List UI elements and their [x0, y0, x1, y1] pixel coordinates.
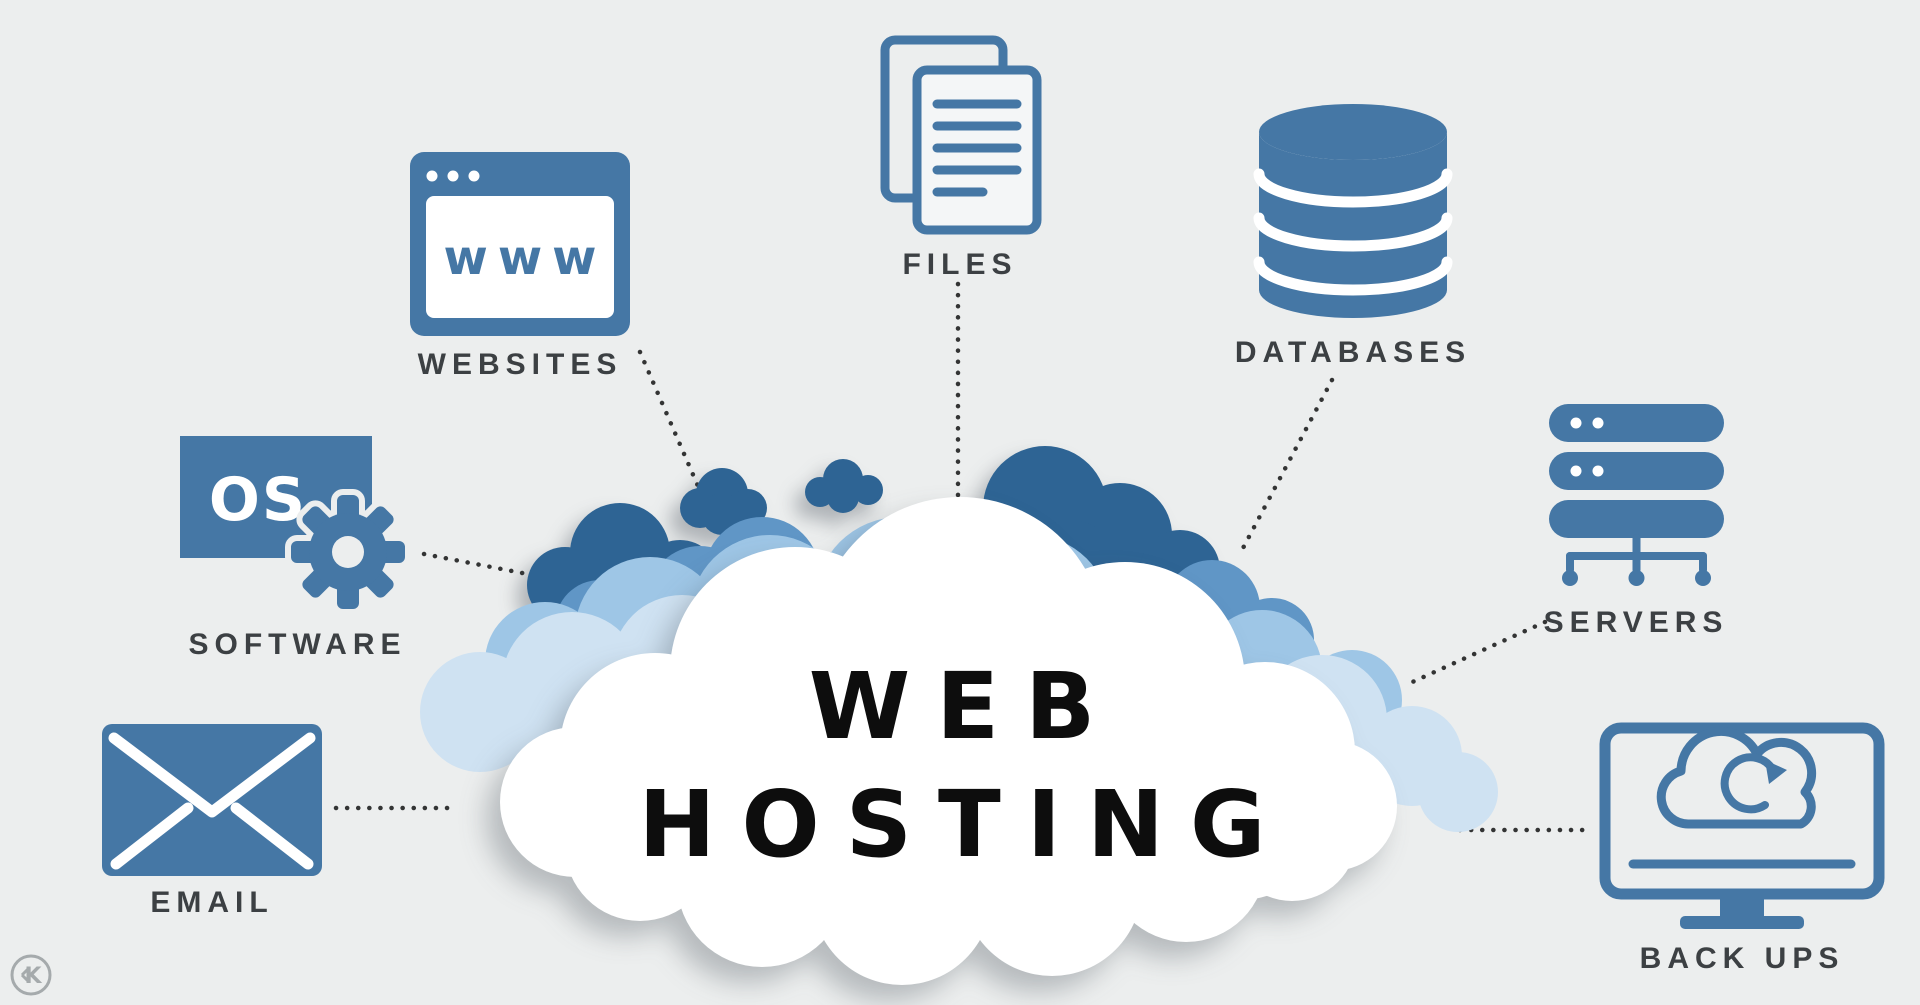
email-label: EMAIL: [150, 886, 274, 919]
backup-monitor-icon: [1599, 722, 1885, 929]
watermark-letter: K: [24, 964, 42, 989]
server-stack-icon: [1548, 404, 1724, 586]
files-icon: [880, 35, 1042, 235]
title-line-web: WEB: [808, 653, 1122, 760]
cloud-sync-icon: [1656, 726, 1817, 829]
database-icon: [1253, 104, 1452, 318]
gear-icon: [285, 489, 411, 615]
websites-label: WEBSITES: [417, 348, 623, 381]
node-websites: www WEBSITES: [404, 150, 636, 382]
software-label: SOFTWARE: [188, 628, 407, 661]
os-text: OS: [209, 465, 307, 535]
watermark-logo: K: [10, 954, 52, 996]
node-email: EMAIL: [100, 724, 324, 920]
node-backups: BACK UPS: [1594, 674, 1890, 976]
servers-label: SERVERS: [1543, 606, 1729, 639]
databases-label: DATABASES: [1234, 336, 1472, 369]
node-servers: SERVERS: [1543, 404, 1729, 640]
connector-software: [421, 551, 551, 581]
white-cloud: [500, 497, 1397, 985]
files-label: FILES: [902, 248, 1018, 281]
node-databases: DATABASES: [1235, 98, 1465, 370]
os-gear-icon: OS: [180, 436, 411, 615]
connector-websites: [637, 349, 707, 503]
email-envelope-icon: [102, 724, 322, 876]
www-text: www: [443, 230, 606, 286]
backups-label: BACK UPS: [1639, 942, 1845, 975]
browser-www-icon: www: [410, 152, 630, 336]
main-title: WEB HOSTING: [10, 648, 1920, 884]
title-line-hosting: HOSTING: [638, 771, 1292, 878]
node-software: OS SOFTWARE: [180, 436, 415, 662]
node-files: FILES: [870, 32, 1050, 282]
connector-databases: [1239, 377, 1335, 553]
